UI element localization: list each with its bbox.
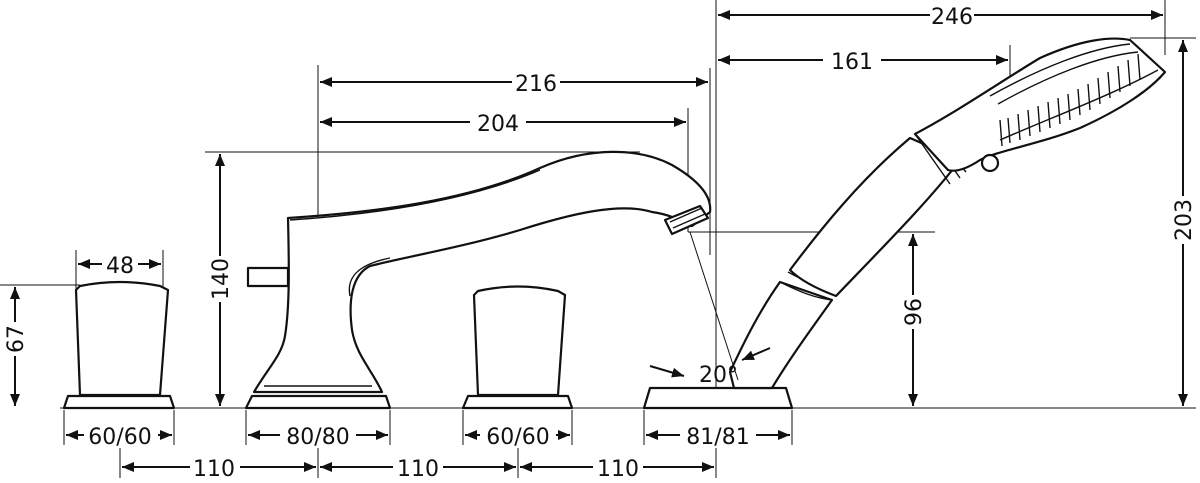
spout [244, 150, 712, 410]
spout-lever-pin [246, 266, 290, 288]
dim-110-a: 110 [193, 457, 235, 482]
dim-140: 140 [209, 258, 234, 300]
dim-110-c: 110 [597, 457, 639, 482]
dim-60-60-left: 60/60 [88, 425, 151, 450]
dim-96: 96 [902, 298, 927, 326]
dim-203: 203 [1172, 199, 1197, 241]
dim-48: 48 [106, 254, 134, 279]
left-handle-base [62, 394, 176, 410]
handshower-base [642, 386, 794, 410]
dim-246: 246 [931, 5, 973, 30]
right-handle [461, 285, 574, 410]
left-handle-body [74, 280, 170, 397]
dim-204: 204 [477, 112, 519, 137]
handshower-button [980, 153, 1000, 173]
dim-161: 161 [831, 50, 873, 75]
spout-base [244, 394, 392, 410]
hand-shower [642, 37, 1167, 410]
dim-81-81: 81/81 [686, 425, 749, 450]
angle-annotation: 20° [649, 231, 771, 388]
dim-216: 216 [515, 72, 557, 97]
handshower-handle [788, 136, 962, 298]
handshower-head [913, 37, 1167, 172]
left-handle [62, 280, 176, 410]
tilt-angle-label: 20° [699, 363, 738, 388]
dim-60-60-right: 60/60 [486, 425, 549, 450]
handshower-hose-sleeve [728, 280, 834, 390]
dim-80-80: 80/80 [286, 425, 349, 450]
dim-110-b: 110 [397, 457, 439, 482]
dim-67: 67 [4, 325, 29, 353]
right-handle-base [461, 394, 574, 410]
right-handle-body [472, 285, 567, 397]
